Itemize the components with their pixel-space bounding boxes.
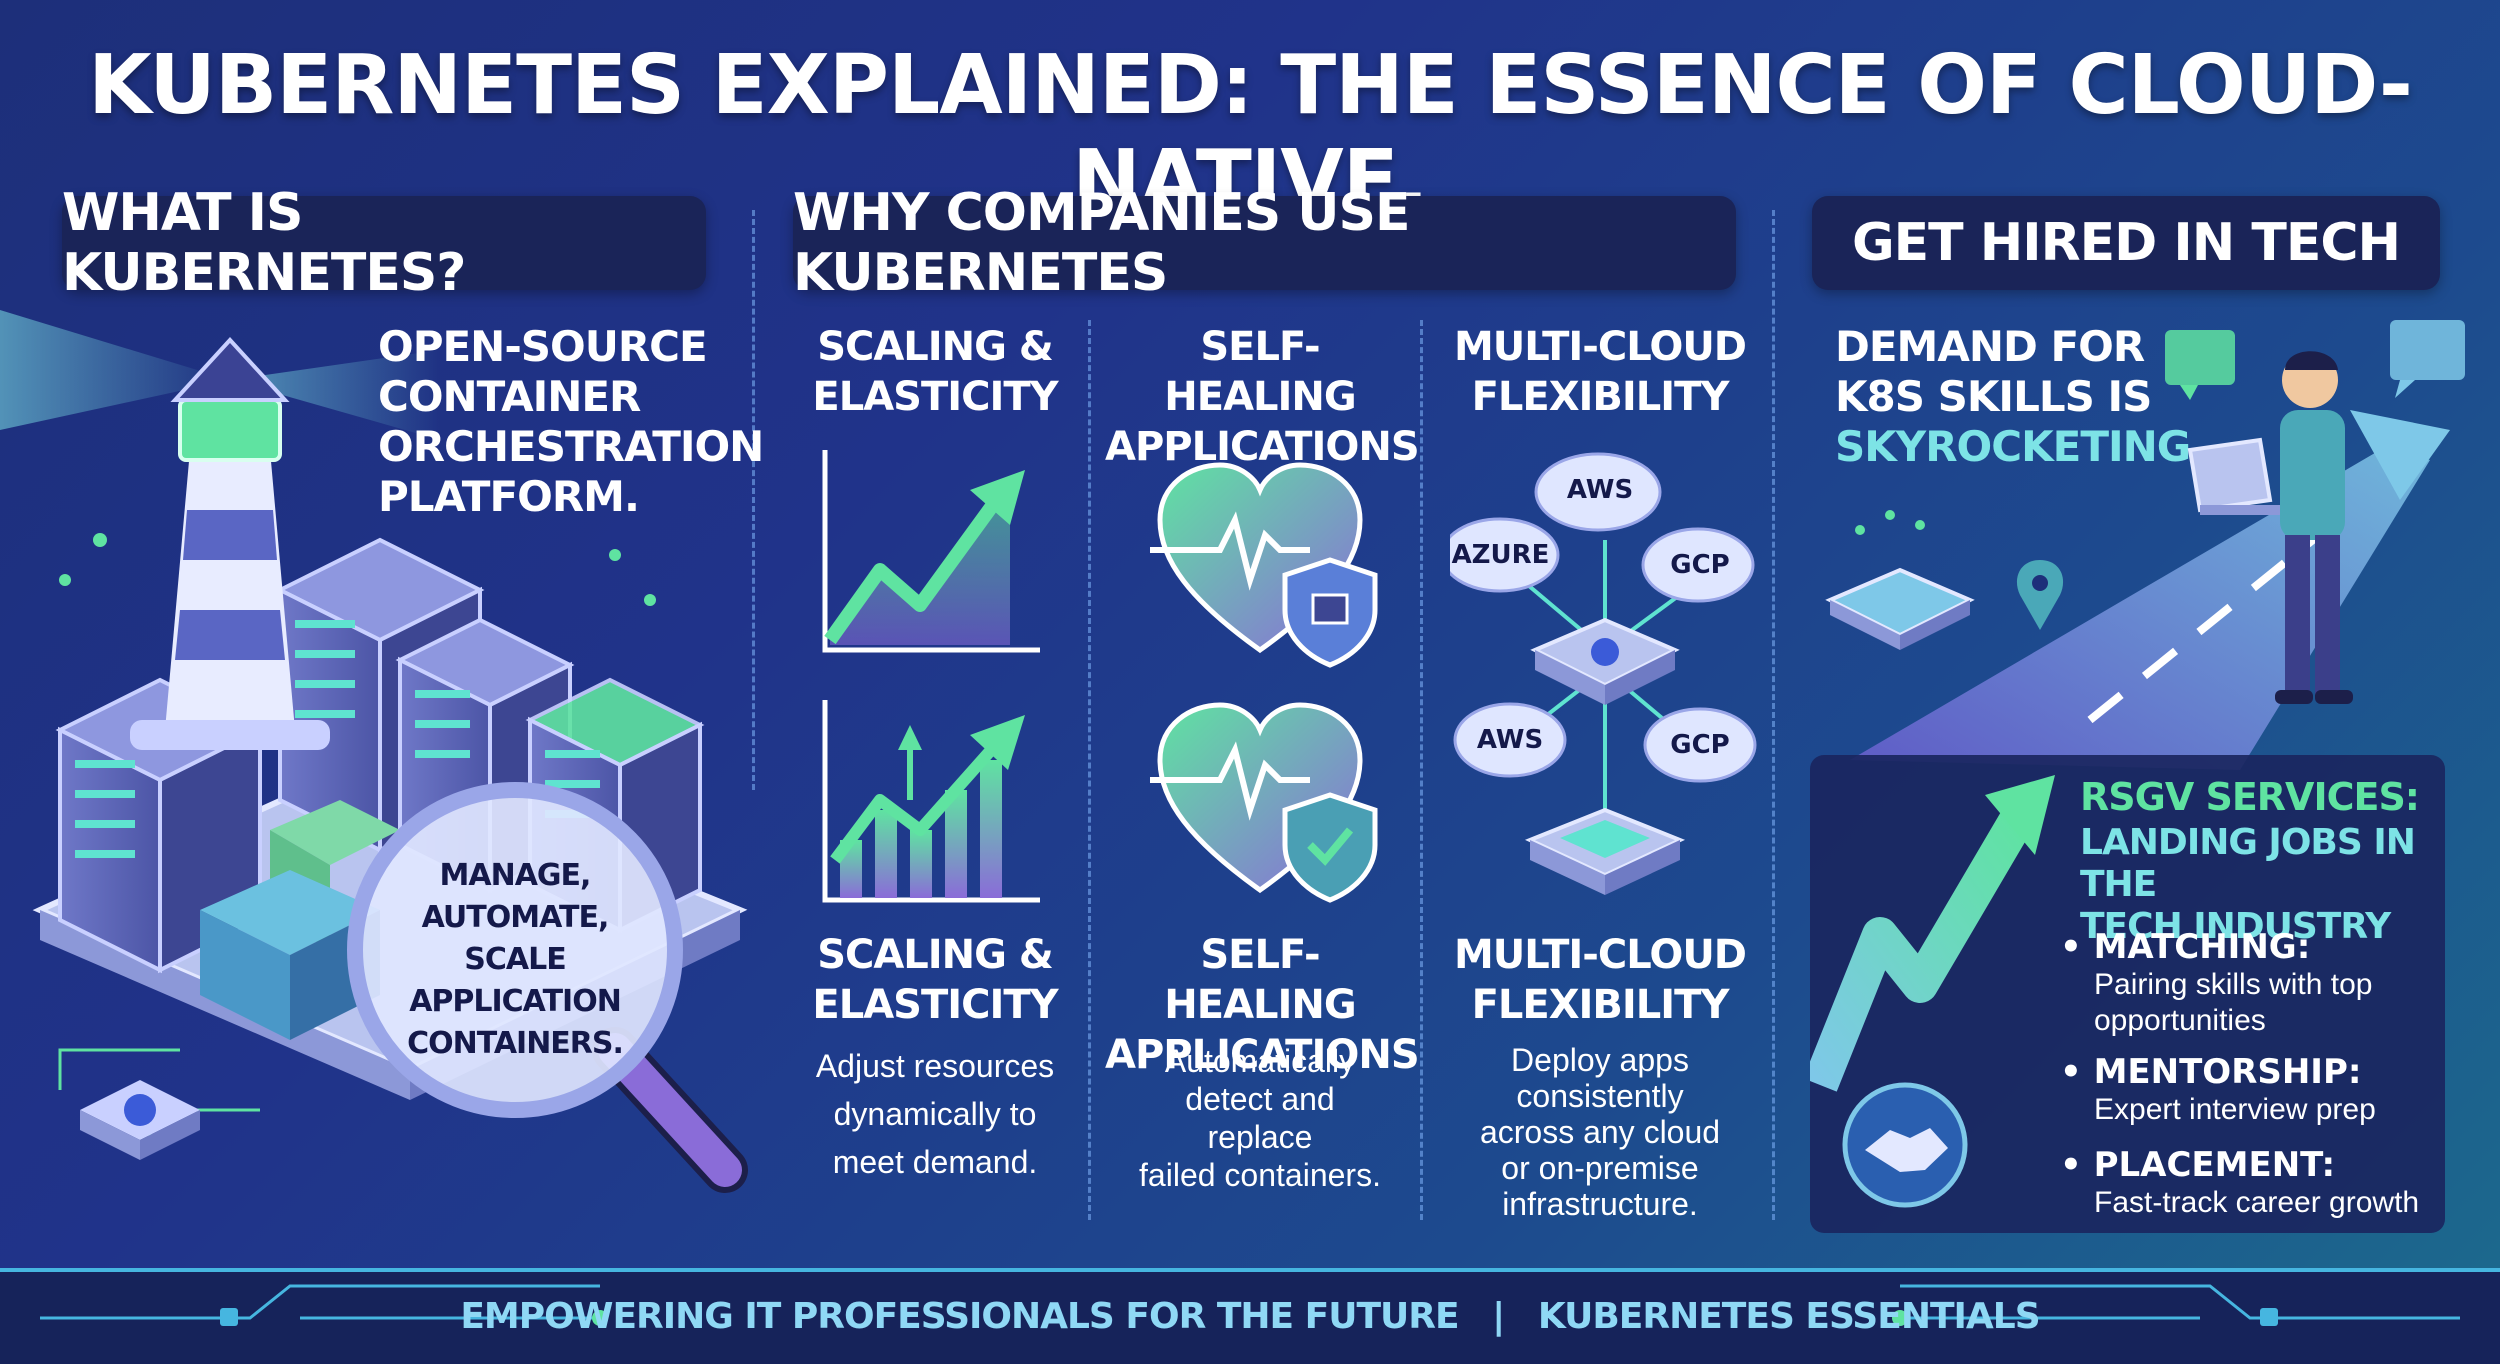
title-line: SELF-HEALING: [1164, 324, 1356, 420]
bullet-title: • MATCHING:: [2060, 927, 2440, 967]
title-line: APPLICATIONS: [1105, 1032, 1420, 1078]
title-line: FLEXIBILITY: [1471, 374, 1730, 420]
cloud-label-gcp-bottom: GCP: [1670, 730, 1730, 760]
bullet-title: • MENTORSHIP:: [2060, 1052, 2440, 1092]
cloud-label-aws-bottom: AWS: [1476, 725, 1544, 755]
rsgv-title: RSGV SERVICES:: [2080, 775, 2420, 819]
desc-line: or on-premise: [1501, 1150, 1699, 1186]
multi-cloud-description: Deploy apps consistently across any clou…: [1440, 1042, 1760, 1222]
heart-shield-icon: [1150, 462, 1378, 668]
title-line: SELF-HEALING: [1164, 932, 1356, 1028]
scaling-title-top: SCALING & ELASTICITY: [790, 322, 1080, 422]
magnifier-line: MANAGE,: [439, 858, 592, 893]
section-header-what: WHAT IS KUBERNETES?: [62, 183, 706, 303]
footer-bar: [0, 1268, 2500, 1364]
subtitle-line: LANDING JOBS IN THE: [2080, 822, 2416, 905]
magnifier-line: CONTAINERS.: [407, 1026, 624, 1061]
description-line: OPEN-SOURCE: [378, 322, 708, 371]
what-description: OPEN-SOURCE CONTAINER ORCHESTRATION PLAT…: [378, 322, 764, 522]
section-header-hired: GET HIRED IN TECH: [1812, 196, 2440, 290]
self-healing-description: Automatically detect and replace failed …: [1105, 1042, 1415, 1194]
handshake-icon: [1842, 1082, 1968, 1208]
desc-line: failed containers.: [1139, 1157, 1381, 1193]
multi-cloud-network-illustration: [1450, 452, 1757, 895]
bullet-desc-line: Pairing skills with top: [2094, 968, 2373, 1001]
divider: [1088, 320, 1091, 1220]
magnifying-glass-icon: [347, 782, 748, 1193]
bullet-desc: Expert interview prep: [2060, 1092, 2440, 1128]
bullet-mentorship: • MENTORSHIP: Expert interview prep: [2060, 1052, 2440, 1128]
self-healing-title-bottom: SELF-HEALING APPLICATIONS: [1105, 930, 1420, 1080]
bullet-desc-line: opportunities: [2094, 1004, 2266, 1037]
cloud-label-azure: AZURE: [1451, 540, 1550, 570]
description-line: CONTAINER: [378, 372, 641, 421]
desc-line: Adjust resources: [815, 1048, 1055, 1084]
divider: [1772, 210, 1775, 1220]
desc-line: consistently: [1516, 1078, 1684, 1114]
self-healing-title-top: SELF-HEALING APPLICATIONS: [1105, 322, 1420, 472]
growth-chart-icon: [822, 450, 1040, 653]
career-path-illustration: [1825, 320, 2465, 770]
bar-growth-chart-icon: [822, 700, 1040, 903]
desc-line: replace: [1207, 1119, 1313, 1155]
cloud-label-gcp-top: GCP: [1670, 550, 1730, 580]
divider: [752, 210, 755, 790]
title-line: ELASTICITY: [812, 374, 1058, 420]
circuit-decoration: [40, 1284, 2460, 1326]
bullet-title: • PLACEMENT:: [2060, 1145, 2440, 1185]
bullet-title-text: PLACEMENT:: [2093, 1145, 2336, 1185]
description-line: PLATFORM.: [378, 472, 640, 521]
multi-cloud-title-bottom: MULTI-CLOUD FLEXIBILITY: [1440, 930, 1760, 1030]
demand-line: DEMAND FOR: [1835, 322, 2145, 371]
bullet-matching: • MATCHING: Pairing skills with top oppo…: [2060, 927, 2440, 1039]
title-line: ELASTICITY: [812, 982, 1058, 1028]
page-title: KUBERNETES EXPLAINED: THE ESSENCE OF CLO…: [88, 38, 2413, 228]
footer-topic: KUBERNETES ESSENTIALS: [1537, 1296, 2041, 1337]
bullet-placement: • PLACEMENT: Fast-track career growth: [2060, 1145, 2440, 1221]
demand-text: DEMAND FOR K8S SKILLS IS SKYROCKETING.: [1835, 322, 2255, 472]
scaling-title-bottom: SCALING & ELASTICITY: [790, 930, 1080, 1030]
rsgv-subtitle: LANDING JOBS IN THE TECH INDUSTRY: [2080, 822, 2500, 948]
title-line: SCALING &: [817, 932, 1054, 978]
bullet-dot: •: [2060, 927, 2094, 967]
bullet-desc-line: Expert interview prep: [2094, 1093, 2376, 1126]
desc-line: dynamically to: [833, 1096, 1037, 1132]
footer-text: EMPOWERING IT PROFESSIONALS FOR THE FUTU…: [0, 1296, 2500, 1337]
title-line: FLEXIBILITY: [1471, 982, 1730, 1028]
bullet-desc: Fast-track career growth: [2060, 1185, 2440, 1221]
divider: [1420, 320, 1423, 1220]
desc-line: Deploy apps: [1511, 1042, 1689, 1078]
demand-line: K8S SKILLS IS: [1835, 372, 2152, 421]
desc-line: infrastructure.: [1502, 1186, 1698, 1222]
growth-arrow-icon: [1810, 775, 2055, 1092]
cloud-label-aws-top: AWS: [1566, 475, 1634, 505]
section-header-why: WHY COMPANIES USE KUBERNETES: [793, 183, 1736, 303]
desc-line: detect and: [1185, 1081, 1335, 1117]
bullet-desc: Pairing skills with top opportunities: [2060, 967, 2440, 1039]
title-line: MULTI-CLOUD: [1453, 932, 1747, 978]
subtitle-line: TECH INDUSTRY: [2080, 906, 2391, 947]
desc-line: meet demand.: [832, 1144, 1038, 1180]
bullet-title-text: MATCHING:: [2093, 927, 2311, 967]
title-line: MULTI-CLOUD: [1453, 324, 1747, 370]
bullet-dot: •: [2060, 1052, 2094, 1092]
bullet-desc-line: Fast-track career growth: [2094, 1186, 2420, 1219]
description-line: ORCHESTRATION: [378, 422, 764, 471]
bullet-title-text: MENTORSHIP:: [2093, 1052, 2362, 1092]
scaling-description: Adjust resources dynamically to meet dem…: [785, 1042, 1085, 1186]
desc-line: Automatically: [1164, 1043, 1356, 1079]
multi-cloud-title-top: MULTI-CLOUD FLEXIBILITY: [1440, 322, 1760, 422]
title-line: APPLICATIONS: [1105, 424, 1420, 470]
title-line: SCALING &: [817, 324, 1054, 370]
magnifier-line: APPLICATION: [409, 984, 622, 1019]
demand-highlight: SKYROCKETING.: [1835, 422, 2206, 471]
desc-line: across any cloud: [1479, 1114, 1721, 1150]
heart-check-shield-icon: [1150, 702, 1378, 903]
magnifier-line: AUTOMATE, SCALE: [421, 900, 610, 977]
footer-separator: |: [1492, 1296, 1505, 1337]
footer-tagline: EMPOWERING IT PROFESSIONALS FOR THE FUTU…: [460, 1296, 1459, 1337]
magnifier-text: MANAGE, AUTOMATE, SCALE APPLICATION CONT…: [375, 855, 655, 1065]
bullet-dot: •: [2060, 1145, 2094, 1185]
